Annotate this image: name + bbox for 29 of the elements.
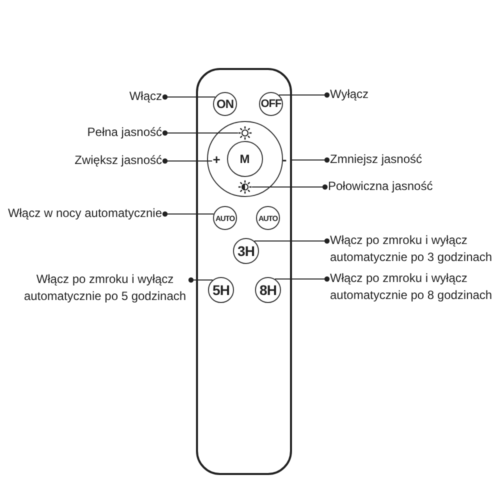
timer-button: 3H bbox=[233, 238, 259, 264]
callout-label: Zmniejsz jasność bbox=[330, 151, 470, 169]
timer-button: 5H bbox=[208, 277, 234, 303]
on-button: ON bbox=[213, 92, 237, 116]
remote-body bbox=[196, 68, 292, 475]
leader-line bbox=[162, 94, 216, 100]
callout-label: Włącz bbox=[62, 88, 162, 106]
callout-label: Włącz po zmroku i wyłącz automatycznie po 3 godzinach bbox=[330, 232, 500, 268]
callout-label: Pełna jasność bbox=[22, 124, 162, 142]
callout-label: Zwiększ jasność bbox=[12, 152, 162, 170]
callout-label: Włącz po zmroku i wyłącz automatycznie po 8 godzinach bbox=[330, 270, 500, 306]
timer-button: 8H bbox=[255, 277, 281, 303]
leader-line bbox=[162, 158, 213, 164]
off-button: OFF bbox=[259, 92, 283, 116]
callout-label: Połowiczna jasność bbox=[328, 178, 478, 196]
leader-line bbox=[252, 184, 328, 190]
callout-label: Włącz po zmroku i wyłącz automatycznie po 5 godzinach bbox=[22, 271, 188, 307]
leader-line bbox=[278, 92, 330, 98]
leader-line bbox=[188, 277, 214, 283]
callout-label: Włącz w nocy automatycznie bbox=[0, 205, 162, 223]
leader-line bbox=[162, 211, 214, 217]
leader-line bbox=[274, 276, 330, 282]
leader-line bbox=[254, 238, 330, 244]
sun-icon bbox=[238, 126, 252, 140]
half-sun-icon bbox=[238, 180, 252, 194]
plus-sign: + bbox=[212, 152, 222, 168]
mode-button: M bbox=[226, 140, 262, 176]
callout-label: Wyłącz bbox=[330, 86, 450, 104]
leader-line bbox=[290, 157, 330, 163]
